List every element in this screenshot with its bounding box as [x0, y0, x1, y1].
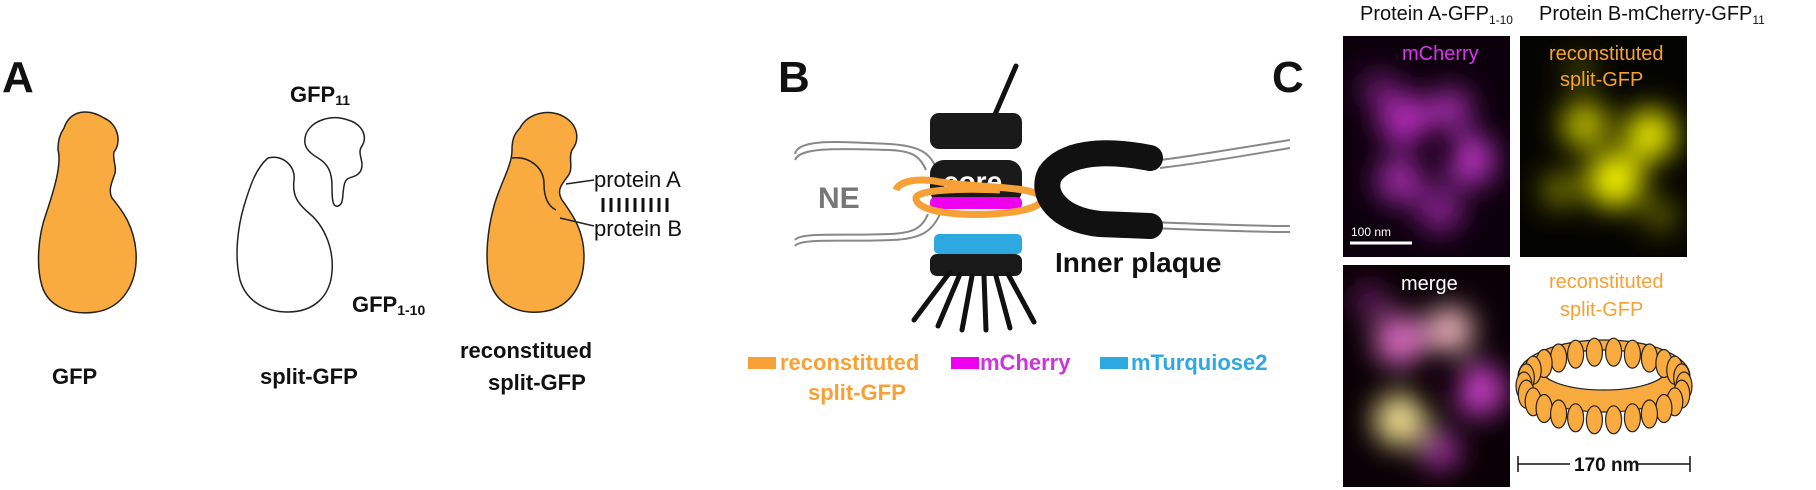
split-gfp-image-label-1: reconstituted — [1549, 43, 1664, 65]
split-gfp-caption: split-GFP — [260, 364, 358, 389]
scalebar-label: 100 nm — [1351, 225, 1391, 239]
ring-label-1: reconstituted — [1549, 271, 1664, 293]
split-gfp-ring — [892, 176, 1045, 218]
inner-plaque — [930, 254, 1022, 276]
legend-swatch-mturquoise — [1100, 357, 1128, 369]
microtubules — [911, 269, 1037, 333]
legend-swatch-split-gfp — [748, 357, 776, 369]
ring-bead — [1604, 405, 1623, 435]
protein-a-connector — [565, 179, 595, 185]
ring-bead — [1549, 343, 1568, 373]
ring-bead — [1549, 399, 1568, 429]
ring-bead — [1623, 339, 1642, 369]
mcherry-image-label: mCherry — [1402, 43, 1479, 65]
half-bridge — [1034, 140, 1163, 239]
ring-bead — [1655, 393, 1673, 424]
ring-size-bar — [1517, 456, 1691, 472]
ring-bead — [1535, 393, 1553, 424]
ring-bead — [1566, 339, 1585, 369]
legend-split-gfp-line1: reconstituted — [780, 350, 919, 375]
ring-bead — [1585, 405, 1604, 435]
ring-bead — [1604, 337, 1623, 367]
ne-label: NE — [818, 182, 860, 215]
gfp110-fragment-shape — [236, 156, 333, 313]
mturquoise-band — [934, 234, 1022, 254]
panel-a-letter: A — [2, 53, 34, 102]
ring-bead — [1640, 399, 1659, 429]
panel-b: B NE core Inner plaque — [748, 53, 1291, 405]
micrograph-mcherry — [1343, 36, 1510, 257]
panel-a: A GFP GFP11 GFP1-10 split-GFP protein A … — [2, 53, 682, 395]
ring-bead — [1623, 403, 1642, 433]
panel-c-letter: C — [1272, 53, 1304, 102]
ring-label-2: split-GFP — [1560, 299, 1643, 321]
panel-b-letter: B — [778, 53, 810, 102]
ring-beads — [1515, 337, 1693, 435]
legend-swatch-mcherry — [951, 357, 979, 369]
split-gfp-ring-illustration — [1515, 337, 1693, 435]
column-header-2: Protein B-mCherry-GFP11 — [1539, 3, 1765, 27]
protein-b-label: protein B — [594, 216, 682, 241]
ring-size-label: 170 nm — [1574, 455, 1639, 476]
legend: reconstituted split-GFP mCherry mTurquio… — [748, 350, 1268, 405]
gfp-caption: GFP — [52, 364, 97, 389]
legend-split-gfp-line2: split-GFP — [808, 380, 906, 405]
ring-bead — [1566, 403, 1585, 433]
gfp11-fragment-shape — [304, 116, 366, 207]
mcherry-band — [930, 197, 1022, 209]
recon-caption-line1: reconstitued — [460, 338, 592, 363]
reconstituted-gfp-shape — [486, 111, 585, 313]
split-gfp-image-label-2: split-GFP — [1560, 69, 1643, 91]
reconstituted-seam — [511, 157, 557, 211]
nuclear-envelope — [794, 139, 1291, 247]
recon-caption-line2: split-GFP — [488, 370, 586, 395]
gfp110-label: GFP1-10 — [352, 292, 425, 318]
ring-bead — [1640, 343, 1659, 373]
gfp-whole-shape — [37, 111, 137, 314]
micrograph-split-gfp — [1520, 36, 1687, 257]
panel-c: C Protein A-GFP1-10 Protein B-mCherry-GF… — [1272, 3, 1765, 487]
legend-mcherry: mCherry — [980, 350, 1071, 375]
protein-a-label: protein A — [594, 167, 681, 192]
ring-bead — [1585, 337, 1604, 367]
micrograph-merge — [1343, 265, 1510, 487]
column-header-1: Protein A-GFP1-10 — [1360, 3, 1513, 27]
outer-plaque — [930, 113, 1022, 149]
interaction-dashes — [601, 198, 669, 212]
legend-mturquoise: mTurquiose2 — [1131, 350, 1268, 375]
inner-plaque-label: Inner plaque — [1055, 247, 1221, 278]
protein-b-connector — [559, 217, 595, 227]
gfp11-label: GFP11 — [290, 82, 350, 108]
merge-image-label: merge — [1401, 273, 1458, 295]
